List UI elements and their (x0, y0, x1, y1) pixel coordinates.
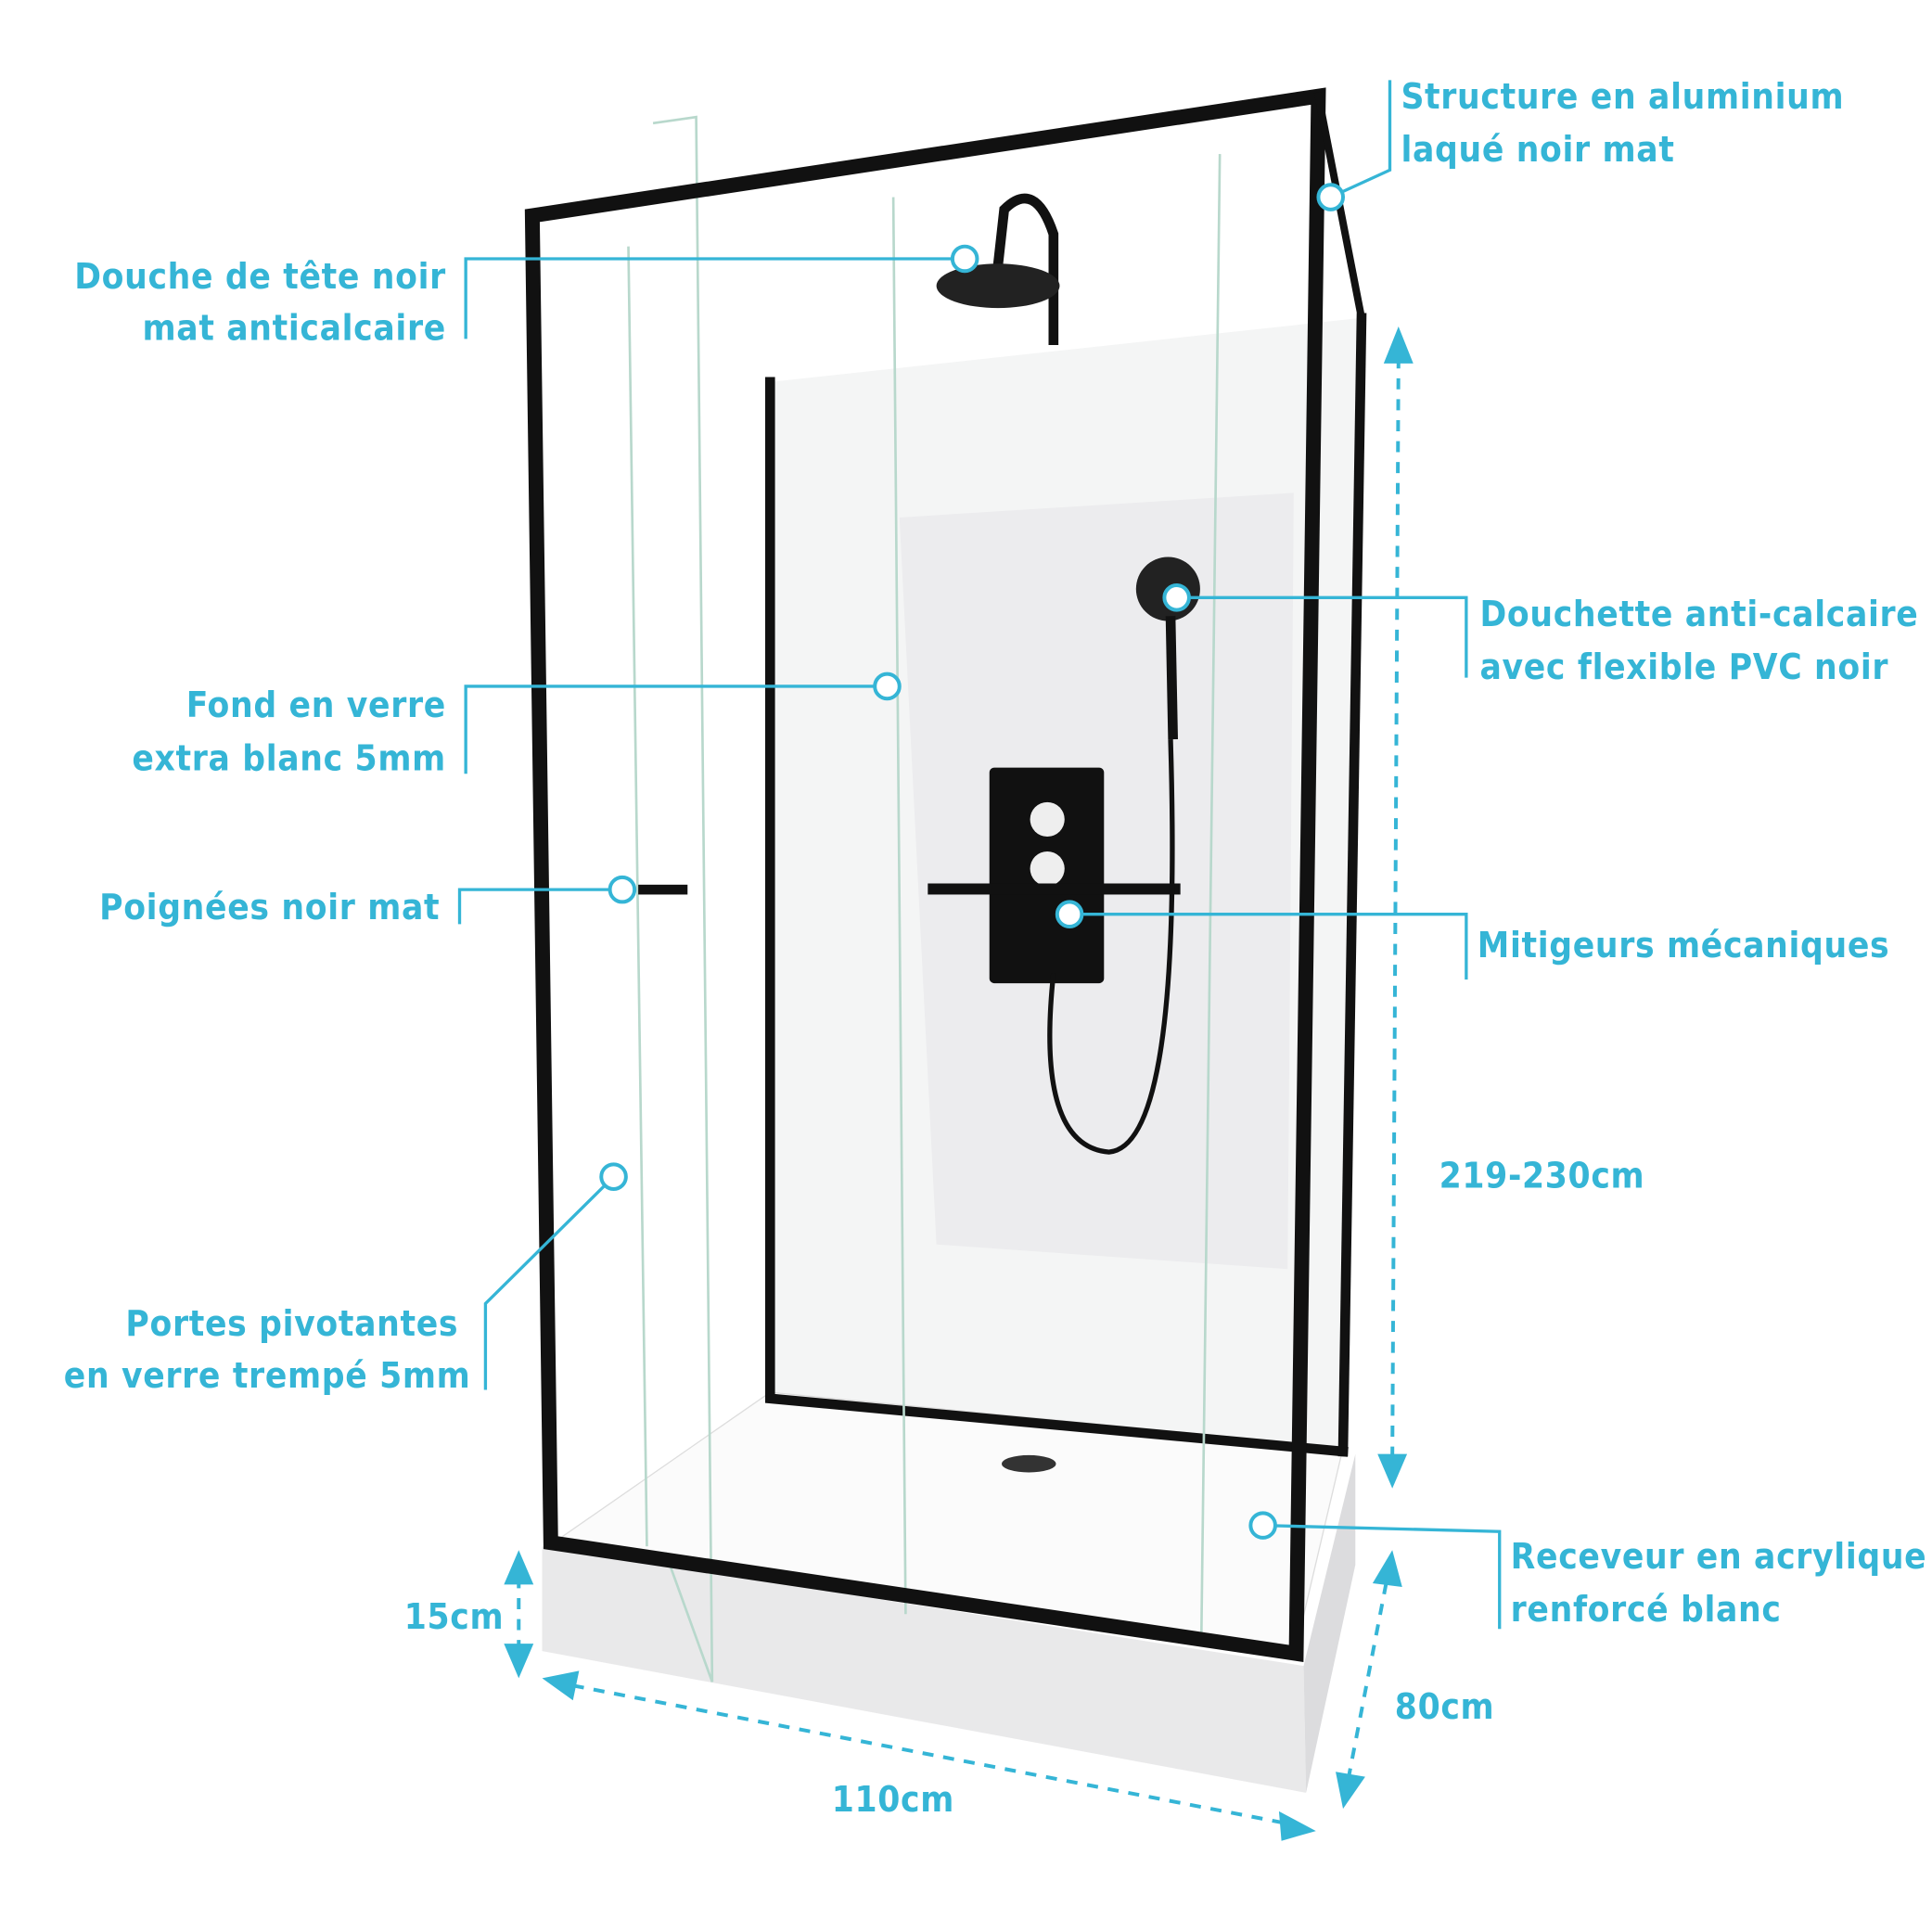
label-doors-line1: Portes pivotantes (125, 1303, 458, 1345)
glass-edge (1199, 154, 1222, 1639)
label-head-shower-line2: mat anticalcaire (143, 308, 446, 350)
arrow-up-icon (1372, 1550, 1402, 1588)
arrow-down-icon (504, 1644, 534, 1679)
leader-doors (483, 1175, 615, 1390)
leader-handles (457, 888, 622, 925)
callout-dot (599, 1162, 628, 1191)
hand-shower-bar (1165, 616, 1178, 740)
shelf (928, 883, 1181, 895)
leader-mixers (1069, 913, 1468, 980)
leader-hand-shower (1176, 595, 1468, 678)
leader-structure (1330, 80, 1392, 199)
leader-tray (1262, 1523, 1502, 1630)
label-hand-shower-line1: Douchette anti-calcaire (1479, 594, 1918, 635)
mixer-knob-icon (1030, 801, 1065, 838)
callout-dot (1316, 183, 1346, 211)
callout-dots (599, 183, 1346, 1540)
callout-dot (608, 875, 637, 904)
shower-cabin-illustration (524, 87, 1367, 1793)
label-doors-line2: en verre trempé 5mm (64, 1355, 471, 1397)
label-structure-line1: Structure en aluminium (1401, 76, 1844, 118)
arrow-up-icon (504, 1550, 534, 1585)
drain-icon (1002, 1454, 1056, 1473)
rear-post (1337, 313, 1367, 1457)
dimension-width-label: 110cm (832, 1779, 954, 1821)
callout-dot (1248, 1511, 1277, 1540)
dimension-depth-label: 80cm (1395, 1686, 1495, 1728)
arrow-down-icon (1377, 1453, 1408, 1489)
callout-dot (1055, 900, 1084, 928)
label-head-shower-line1: Douche de tête noir (74, 256, 446, 298)
height-dimension-line (1390, 357, 1401, 1461)
label-mixers: Mitigeurs mécaniques (1478, 925, 1890, 966)
arrow-down-icon (1336, 1772, 1365, 1810)
label-structure-line2: laqué noir mat (1401, 129, 1674, 171)
arrow-left-icon (542, 1670, 580, 1701)
label-handles: Poignées noir mat (99, 887, 440, 928)
arrow-up-icon (1383, 326, 1414, 364)
door-glass-left (652, 115, 714, 1683)
front-frame (524, 87, 1326, 1663)
shower-hose (1047, 738, 1175, 1155)
tray-side (1303, 1453, 1356, 1793)
callout-dot (950, 244, 979, 274)
arrow-right-icon (1278, 1810, 1316, 1841)
leader-head-shower (464, 257, 966, 339)
tray-front (542, 1546, 1307, 1793)
label-tray-line1: Receveur en acrylique (1511, 1536, 1927, 1578)
head-shower-icon (936, 263, 1060, 309)
glass-edge (627, 246, 648, 1547)
label-tray-line2: renforcé blanc (1511, 1589, 1782, 1631)
label-hand-shower-line2: avec flexible PVC noir (1479, 646, 1888, 688)
back-frame (764, 377, 1349, 1457)
leader-glass (464, 685, 888, 774)
dimension-height-label: 219-230cm (1439, 1156, 1645, 1197)
label-glass-line2: extra blanc 5mm (132, 737, 446, 779)
callout-dot (873, 672, 902, 701)
mixer-knob-icon (1030, 851, 1065, 887)
door-handle (638, 884, 688, 895)
label-glass-line1: Fond en verre (186, 685, 446, 726)
dimension-tray-height-label: 15cm (404, 1596, 505, 1638)
width-dimension-line (572, 1683, 1288, 1826)
door-glass-right (891, 197, 907, 1615)
shower-arm (992, 193, 1059, 345)
depth-dimension-line (1347, 1582, 1388, 1775)
callout-dot (1162, 583, 1191, 612)
